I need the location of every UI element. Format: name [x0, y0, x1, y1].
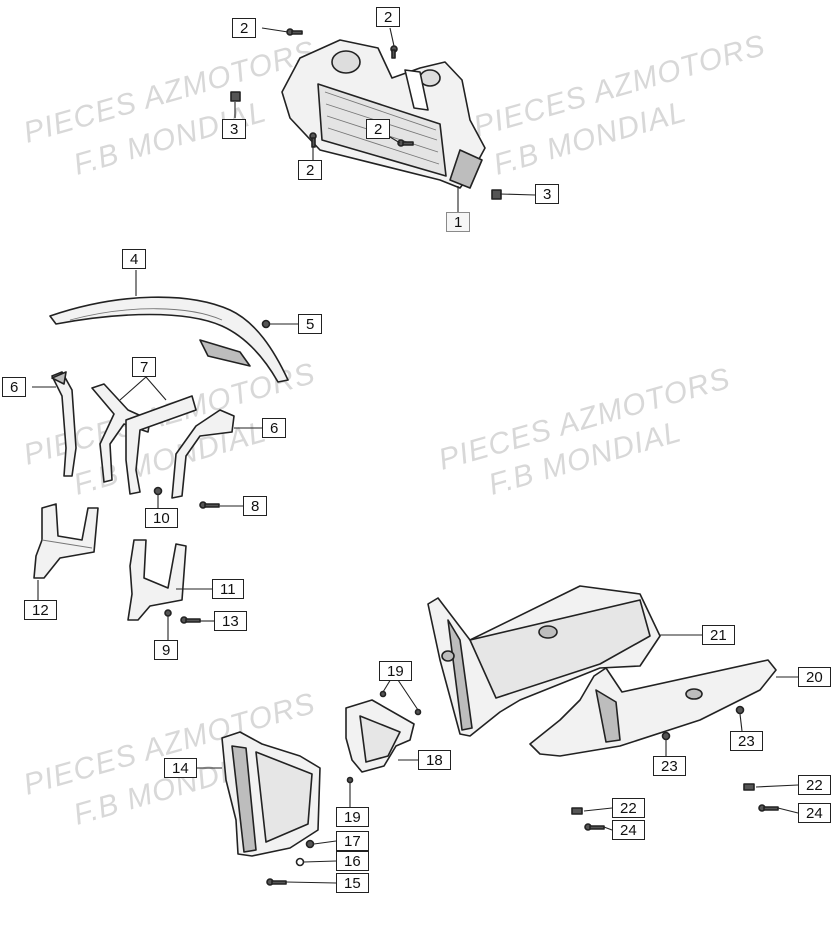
- callout-part-22: 22: [798, 775, 831, 795]
- part-18-bracket: [345, 699, 415, 773]
- callout-part-3: 3: [222, 119, 247, 139]
- callout-part-19: 19: [336, 807, 369, 827]
- part-11-bracket: [127, 539, 187, 621]
- part-7-fender-stays: [91, 383, 197, 495]
- callout-part-11: 11: [212, 579, 244, 599]
- callout-part-12: 12: [24, 600, 57, 620]
- callout-part-24: 24: [612, 820, 645, 840]
- part-1-radiator-cowl: [281, 39, 486, 189]
- callout-part-20: 20: [798, 667, 831, 687]
- callout-part-2: 2: [376, 7, 401, 27]
- callout-part-24: 24: [798, 803, 831, 823]
- callout-part-21: 21: [702, 625, 735, 645]
- part-6-fender-bracket-right: [171, 409, 235, 499]
- callout-part-9: 9: [154, 640, 179, 660]
- callout-part-22: 22: [612, 798, 645, 818]
- callout-part-18: 18: [418, 750, 451, 770]
- part-14-lower-cover: [221, 731, 321, 857]
- part-6-fender-bracket-left: [51, 371, 77, 477]
- callout-part-8: 8: [243, 496, 268, 516]
- callout-part-1: 1: [446, 212, 471, 232]
- part-20-side-panel: [529, 659, 777, 757]
- part-21-lower-panel: [427, 585, 661, 737]
- callout-part-17: 17: [336, 831, 369, 851]
- callout-part-2: 2: [232, 18, 257, 38]
- callout-part-5: 5: [298, 314, 323, 334]
- callout-part-16: 16: [336, 851, 369, 871]
- callout-part-7: 7: [132, 357, 157, 377]
- callout-part-13: 13: [214, 611, 247, 631]
- callout-part-10: 10: [145, 508, 178, 528]
- callout-part-3: 3: [535, 184, 560, 204]
- callout-part-15: 15: [336, 873, 369, 893]
- callout-part-23: 23: [730, 731, 763, 751]
- callout-part-2: 2: [366, 119, 391, 139]
- part-12-bracket: [33, 503, 99, 579]
- callout-part-2: 2: [298, 160, 323, 180]
- callout-part-19: 19: [379, 661, 412, 681]
- callout-part-4: 4: [122, 249, 147, 269]
- callout-part-6: 6: [2, 377, 27, 397]
- part-4-front-fender: [49, 296, 289, 383]
- callout-part-14: 14: [164, 758, 197, 778]
- callout-part-6: 6: [262, 418, 287, 438]
- callout-part-23: 23: [653, 756, 686, 776]
